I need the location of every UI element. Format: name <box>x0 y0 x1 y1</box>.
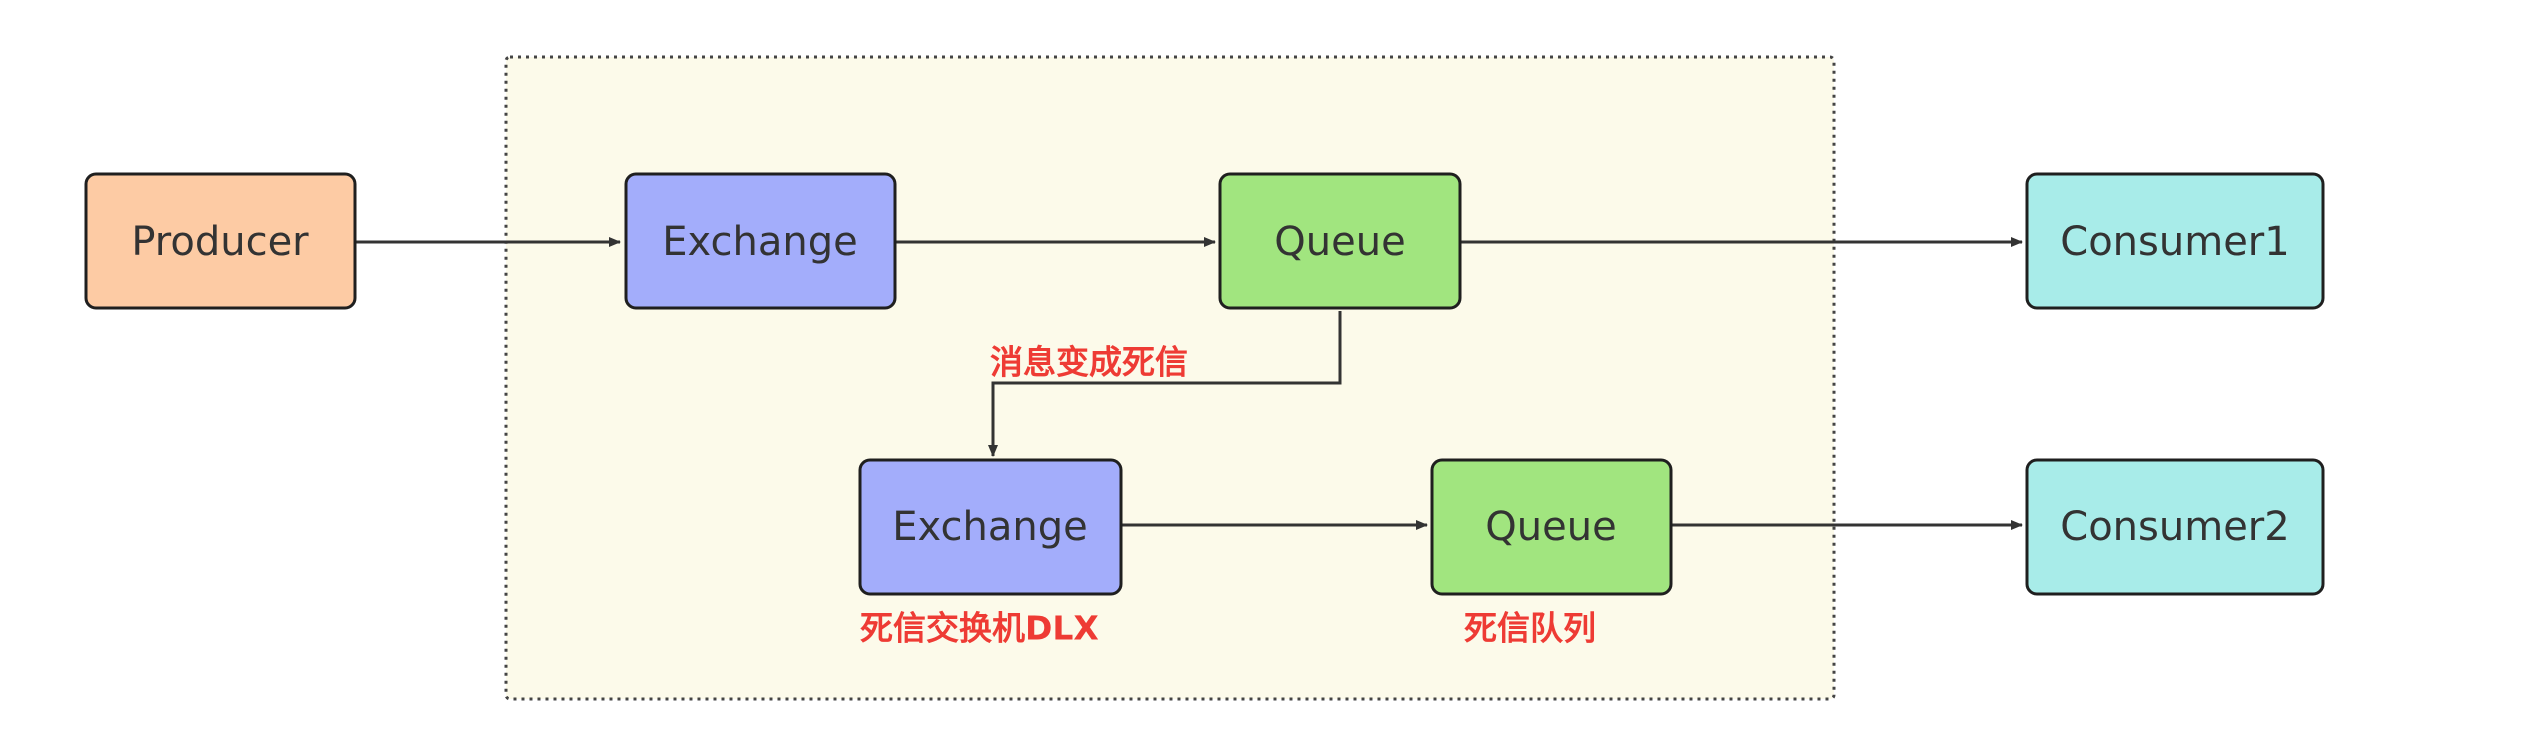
dlx-exchange-label: Exchange <box>892 504 1087 550</box>
dead-letter-queue-caption: 死信队列 <box>1464 609 1596 648</box>
message-becomes-dead-label: 消息变成死信 <box>990 343 1188 382</box>
producer-node: Producer <box>84 172 357 310</box>
consumer1-label: Consumer1 <box>2060 219 2289 265</box>
dlx-exchange-node: Exchange <box>858 458 1123 596</box>
consumer2-label: Consumer2 <box>2060 504 2289 550</box>
dead-letter-exchange-label: 死信交换机DLX <box>860 609 1099 648</box>
producer-label: Producer <box>131 219 309 265</box>
consumer1-node: Consumer1 <box>2025 172 2325 310</box>
dead-letter-queue-node: Queue <box>1430 458 1673 596</box>
edge-queue-to-dlx-exchange <box>988 311 1342 457</box>
exchange-label: Exchange <box>662 219 857 265</box>
dead-letter-queue-label-text: Queue <box>1485 504 1616 550</box>
queue-node: Queue <box>1218 172 1462 310</box>
queue-label: Queue <box>1274 219 1405 265</box>
exchange-node: Exchange <box>624 172 897 310</box>
consumer2-node: Consumer2 <box>2025 458 2325 596</box>
